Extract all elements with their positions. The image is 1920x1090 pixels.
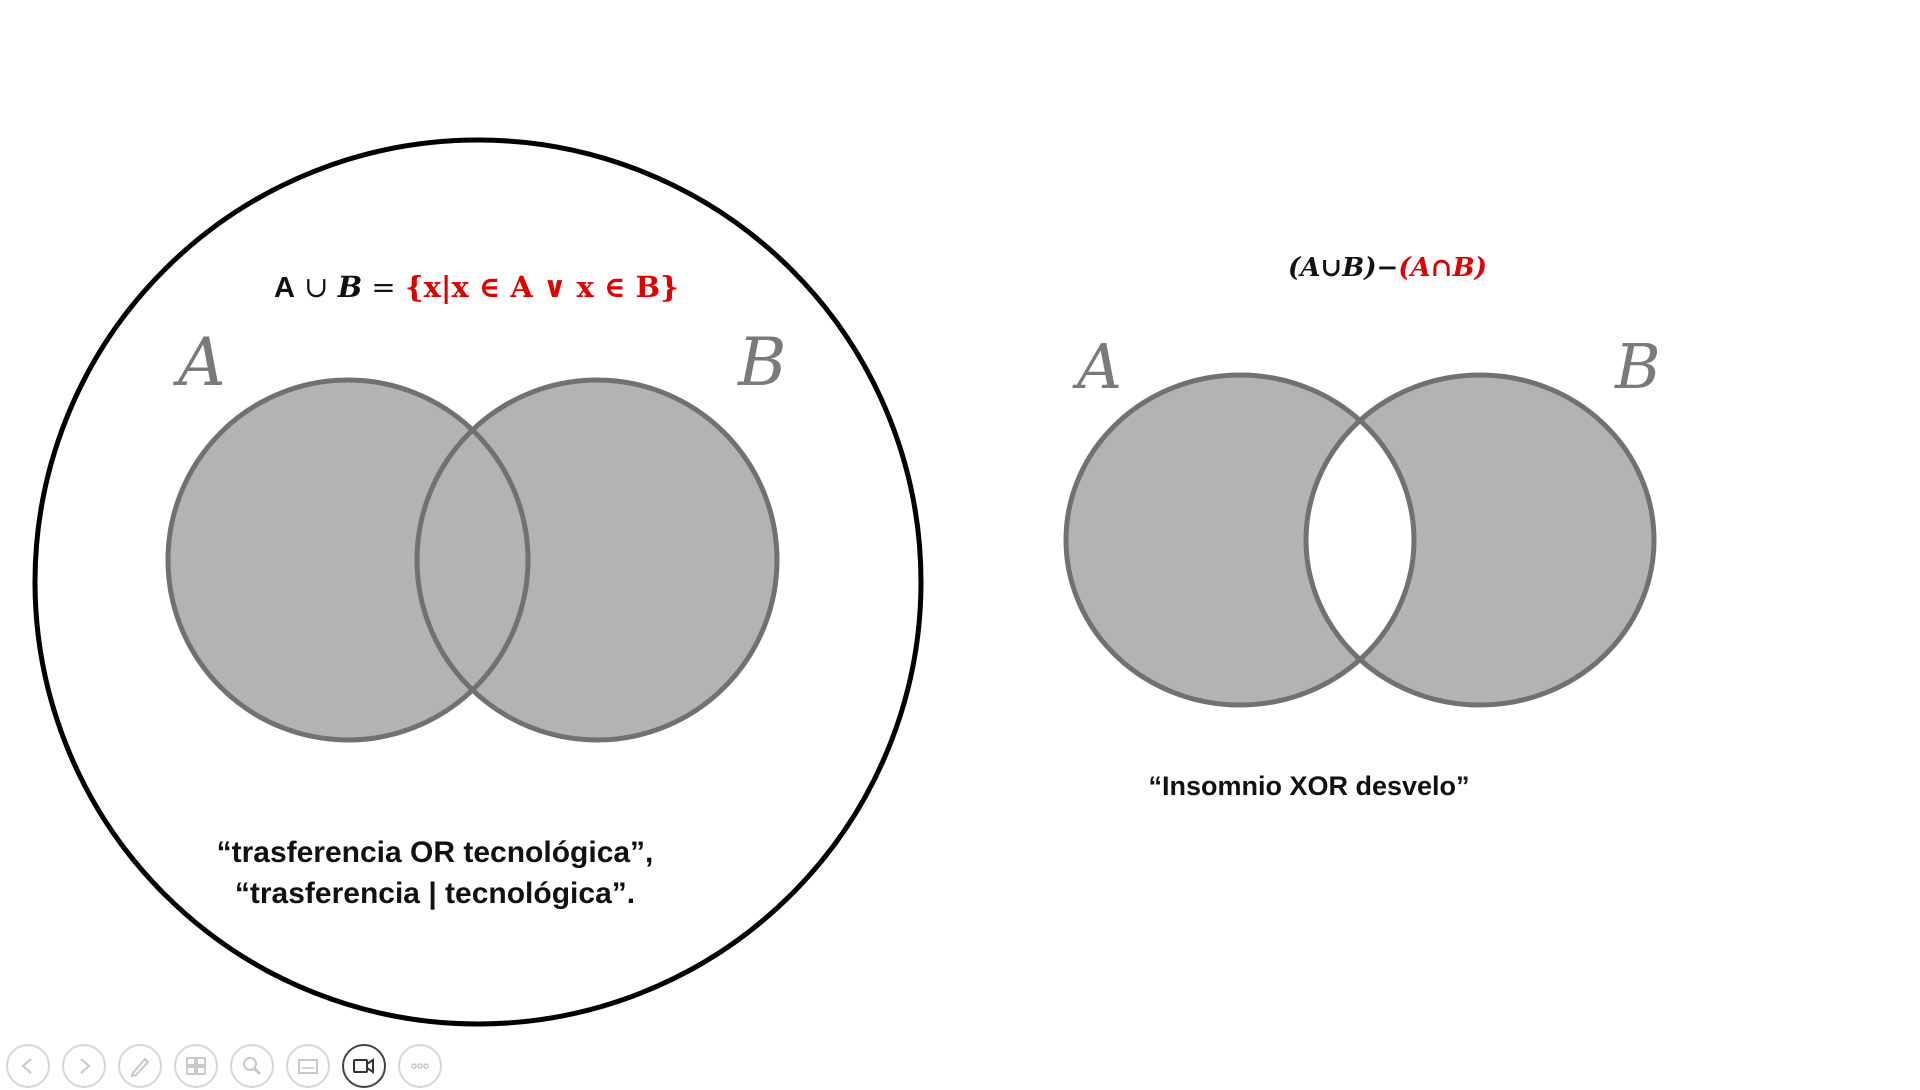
set-b-outline: [414, 377, 780, 743]
presentation-controls: [6, 1044, 442, 1090]
set-a-circle: [168, 380, 528, 740]
union-panel: A ∪ B = {x|x ∈ A ∨ x ∈ B} A B “trasferen…: [32, 137, 924, 1027]
xor-caption: “Insomnio XOR desvelo”: [1148, 771, 1469, 801]
next-icon: [80, 1058, 91, 1074]
slides-icon: [186, 1057, 206, 1075]
more-button[interactable]: [398, 1044, 442, 1088]
next-button[interactable]: [62, 1044, 106, 1088]
slides-button[interactable]: [174, 1044, 218, 1088]
camera-icon: [353, 1058, 374, 1074]
zoom-button[interactable]: [230, 1044, 274, 1088]
union-caption-line1: “trasferencia OR tecnológica”,: [217, 836, 654, 869]
more-icon: [411, 1063, 429, 1069]
previous-icon: [21, 1058, 32, 1074]
subtitles-button[interactable]: [286, 1044, 330, 1088]
pen-button[interactable]: [118, 1044, 162, 1088]
union-formula: A ∪ B = {x|x ∈ A ∨ x ∈ B}: [274, 270, 679, 304]
xor-set-b-outline: [1303, 372, 1657, 708]
set-b-circle: [417, 380, 777, 740]
set-a-outline: [165, 377, 531, 743]
xor-formula: (A∪B)−(A∩B): [1288, 253, 1487, 283]
previous-button[interactable]: [6, 1044, 50, 1088]
xor-panel: (A∪B)−(A∩B) A B “Insomnio XOR desvelo”: [1063, 253, 1661, 801]
set-a-label: A: [172, 324, 226, 401]
subtitles-icon: [298, 1059, 318, 1074]
pen-icon: [130, 1057, 150, 1078]
union-caption-line2: “trasferencia | tecnológica”.: [235, 877, 635, 910]
universe-circle: [32, 137, 924, 1027]
xor-set-a-label: A: [1072, 330, 1122, 403]
xor-set-a-outline: [1063, 372, 1417, 708]
zoom-icon: [243, 1057, 262, 1076]
camera-button[interactable]: [342, 1044, 386, 1088]
set-b-label: B: [737, 324, 787, 401]
xor-set-b-label: B: [1614, 330, 1661, 403]
